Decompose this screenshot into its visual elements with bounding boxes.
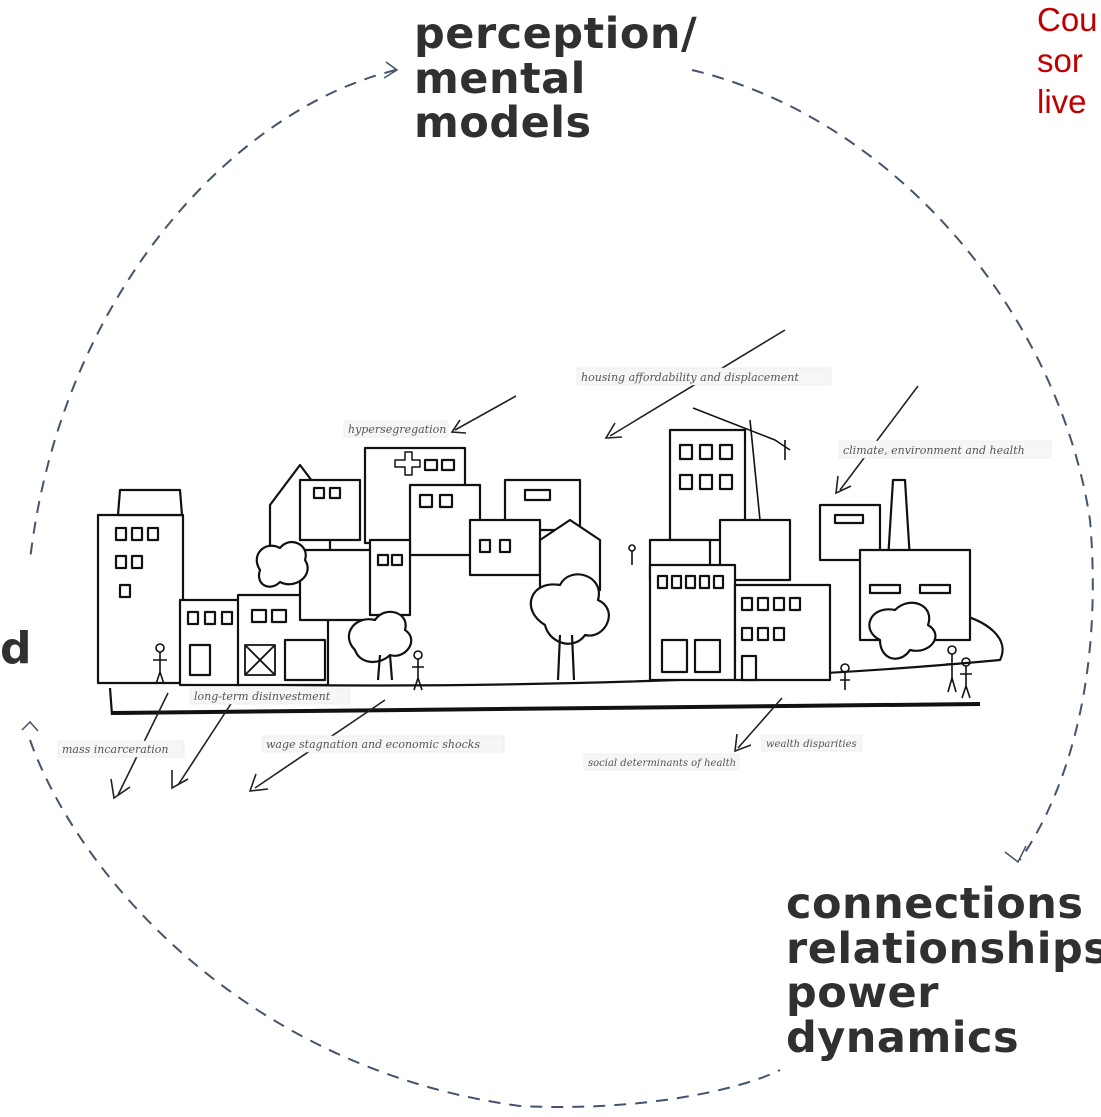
label-climate: climate, environment and health xyxy=(843,444,1025,457)
heading-perception-mental-models: perception/ mental models xyxy=(414,9,698,149)
label-incarceration: mass incarceration xyxy=(62,743,169,756)
neighborhood-sketch xyxy=(96,407,1004,716)
cycle-arrowheads xyxy=(21,61,1027,864)
red-note-fragment: Cou sor live xyxy=(1037,1,1098,120)
cycle-circle xyxy=(29,69,1094,1109)
arrow-into-perception-icon xyxy=(383,61,399,79)
heading-connections-relationships: connections relationships power dynamics xyxy=(786,879,1101,1064)
label-wage: wage stagnation and economic shocks xyxy=(266,738,480,751)
heading-left-fragment: d xyxy=(0,623,32,674)
arrow-up-left-icon xyxy=(21,720,39,732)
arrow-into-connections-icon xyxy=(1004,845,1027,864)
label-disinvestment: long-term disinvestment xyxy=(194,690,331,703)
label-wealth: wealth disparities xyxy=(766,739,857,750)
annotation-labels: hypersegregation housing affordability a… xyxy=(57,367,1052,771)
label-housing: housing affordability and displacement xyxy=(581,371,799,384)
label-hypersegregation: hypersegregation xyxy=(348,423,446,436)
label-social-determinants: social determinants of health xyxy=(588,758,736,769)
people-figures xyxy=(153,544,972,699)
